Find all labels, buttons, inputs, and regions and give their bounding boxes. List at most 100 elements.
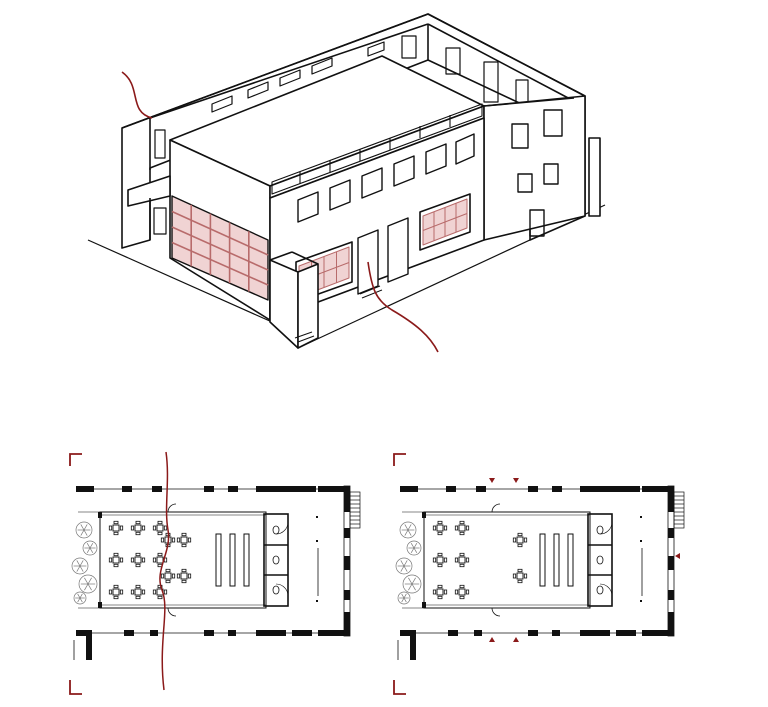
shrub-detail bbox=[87, 577, 92, 585]
shrub-detail bbox=[403, 597, 407, 603]
right-wall-windows bbox=[511, 109, 563, 237]
chair bbox=[135, 531, 141, 536]
shrub-detail bbox=[401, 593, 405, 599]
shrub-detail bbox=[84, 583, 89, 591]
table-set bbox=[108, 552, 124, 568]
entrance-marker bbox=[675, 553, 680, 559]
glazing-transom bbox=[171, 210, 269, 256]
chair bbox=[160, 537, 165, 543]
shrub-detail bbox=[79, 565, 84, 572]
shrub-detail bbox=[77, 593, 81, 599]
shrub-detail bbox=[407, 529, 412, 536]
chair bbox=[141, 525, 146, 531]
chair bbox=[459, 584, 465, 589]
shrub-detail bbox=[89, 547, 94, 554]
chair bbox=[135, 520, 141, 525]
chair bbox=[181, 532, 187, 537]
table-set bbox=[152, 584, 168, 600]
chair bbox=[171, 537, 176, 543]
entrance-marker bbox=[489, 637, 495, 642]
chair bbox=[454, 557, 459, 563]
column bbox=[316, 516, 318, 518]
chair bbox=[119, 525, 124, 531]
right-wall-top bbox=[483, 97, 575, 107]
table-set bbox=[176, 532, 192, 548]
chair bbox=[163, 525, 168, 531]
chair bbox=[432, 557, 437, 563]
shrub-detail bbox=[404, 529, 409, 536]
chair bbox=[454, 589, 459, 595]
entrance-marker bbox=[489, 478, 495, 483]
chair bbox=[517, 579, 523, 584]
shrub-detail bbox=[76, 565, 81, 572]
section-cut-line-front bbox=[367, 261, 439, 353]
table bbox=[134, 588, 142, 596]
table bbox=[134, 556, 142, 564]
wc-fixture bbox=[272, 555, 280, 565]
chair bbox=[165, 579, 171, 584]
shrub-detail bbox=[407, 524, 412, 531]
table-set bbox=[454, 584, 470, 600]
table bbox=[180, 536, 188, 544]
door-swing bbox=[275, 583, 289, 597]
chair bbox=[165, 568, 171, 573]
shopfront-transom bbox=[422, 213, 468, 231]
axonometric-view bbox=[87, 13, 606, 353]
chair bbox=[113, 520, 119, 525]
table bbox=[112, 588, 120, 596]
shrub-detail bbox=[80, 529, 85, 536]
shrub bbox=[395, 557, 413, 575]
chair bbox=[163, 589, 168, 595]
column bbox=[316, 600, 318, 602]
chair bbox=[135, 595, 141, 600]
shrub-detail bbox=[401, 597, 405, 603]
dining-hall bbox=[423, 511, 591, 609]
shrub bbox=[397, 591, 411, 605]
column bbox=[640, 540, 642, 542]
floor-plan-with-entrance-markers bbox=[393, 453, 685, 695]
shrub-detail bbox=[413, 547, 418, 554]
chair bbox=[135, 563, 141, 568]
chair bbox=[108, 589, 113, 595]
shrub-detail bbox=[403, 593, 407, 599]
upper-windows bbox=[297, 133, 475, 223]
chair bbox=[517, 532, 523, 537]
shrub-detail bbox=[403, 565, 408, 572]
chair bbox=[465, 589, 470, 595]
table-set bbox=[512, 532, 528, 548]
service-core bbox=[587, 513, 613, 607]
chair bbox=[512, 537, 517, 543]
chair bbox=[517, 543, 523, 548]
wall-pier bbox=[668, 486, 674, 512]
shrub-detail bbox=[403, 560, 408, 567]
entrance-marker bbox=[513, 478, 519, 483]
chair bbox=[141, 557, 146, 563]
chair bbox=[181, 579, 187, 584]
shrub-detail bbox=[411, 577, 416, 585]
ground-line-left bbox=[87, 239, 273, 323]
shrub bbox=[71, 557, 89, 575]
shrub bbox=[75, 521, 93, 539]
table bbox=[458, 524, 466, 532]
glazing-transom bbox=[171, 241, 269, 286]
shrub-detail bbox=[79, 593, 83, 599]
canopy bbox=[127, 175, 171, 207]
shrub-detail bbox=[408, 583, 413, 591]
chair bbox=[437, 552, 443, 557]
glazing-transom bbox=[171, 226, 269, 271]
chair bbox=[432, 525, 437, 531]
table-set bbox=[108, 584, 124, 600]
floor-plans bbox=[69, 451, 685, 695]
chair bbox=[187, 537, 192, 543]
low-wall-top bbox=[269, 251, 293, 261]
chair bbox=[108, 525, 113, 531]
chair bbox=[113, 563, 119, 568]
table-set bbox=[432, 552, 448, 568]
table bbox=[436, 588, 444, 596]
door-swing bbox=[167, 503, 177, 513]
chair bbox=[437, 584, 443, 589]
chair bbox=[113, 595, 119, 600]
table-set bbox=[152, 520, 168, 536]
stair bbox=[673, 491, 685, 529]
